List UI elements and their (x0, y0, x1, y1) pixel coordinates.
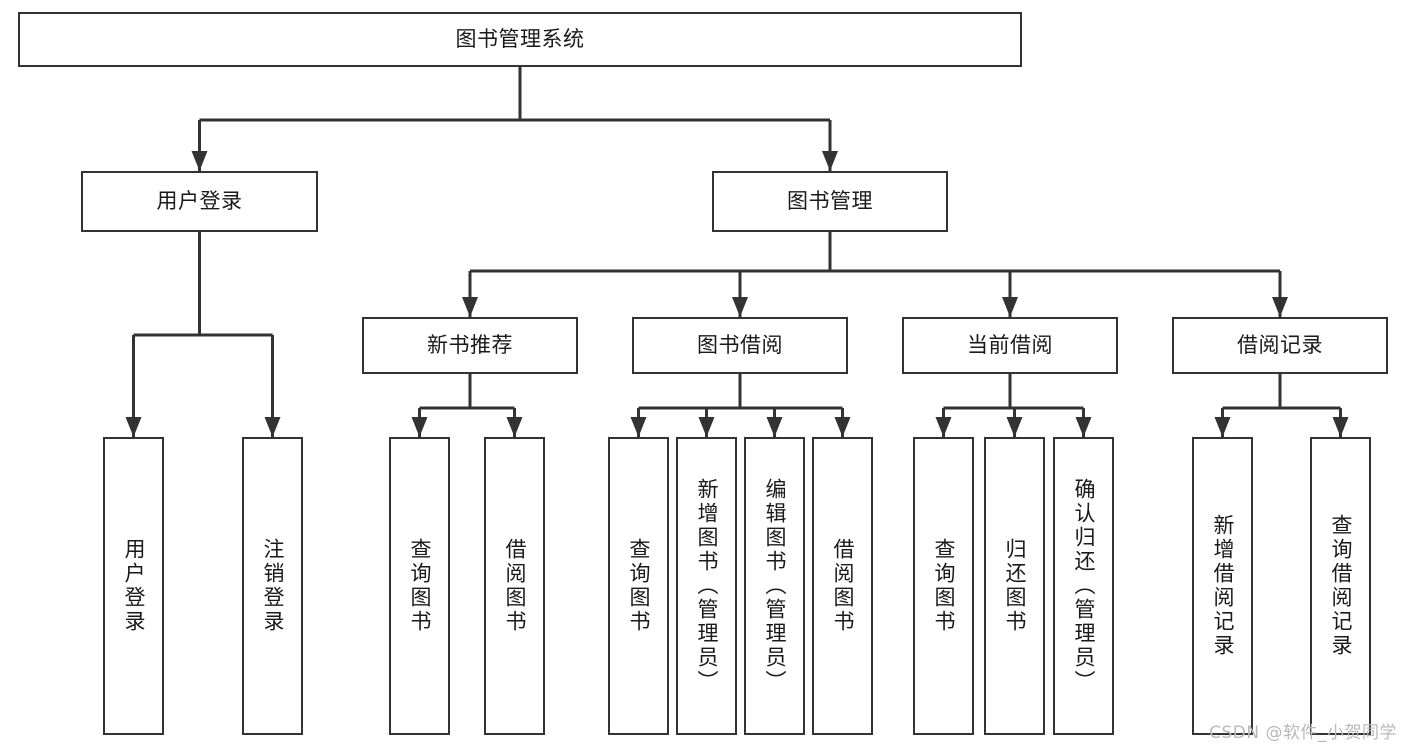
node-label: 确认归还（管理员） (1072, 478, 1096, 694)
node-leaf-edit-book[interactable]: 编辑图书（管理员） (744, 437, 805, 735)
node-new-book-rec[interactable]: 新书推荐 (362, 317, 578, 374)
node-label: 图书管理 (787, 189, 873, 214)
node-leaf-query-book-1[interactable]: 查询图书 (389, 437, 450, 735)
node-leaf-query-book-2[interactable]: 查询图书 (608, 437, 669, 735)
node-root[interactable]: 图书管理系统 (18, 12, 1022, 67)
node-label: 新书推荐 (427, 333, 513, 358)
node-leaf-borrow-book-2[interactable]: 借阅图书 (812, 437, 873, 735)
node-book-borrow[interactable]: 图书借阅 (632, 317, 848, 374)
node-leaf-add-book[interactable]: 新增图书（管理员） (676, 437, 737, 735)
node-borrow-record[interactable]: 借阅记录 (1172, 317, 1388, 374)
node-label: 新增借阅记录 (1211, 514, 1235, 658)
watermark-label: CSDN @软件_小贺同学 (1209, 723, 1397, 743)
node-label: 查询借阅记录 (1329, 514, 1353, 658)
node-current-borrow[interactable]: 当前借阅 (902, 317, 1118, 374)
node-label: 注销登录 (261, 538, 285, 634)
node-user-login[interactable]: 用户登录 (81, 171, 318, 232)
node-leaf-user-login[interactable]: 用户登录 (103, 437, 164, 735)
node-label: 编辑图书（管理员） (763, 478, 787, 694)
node-leaf-user-logout[interactable]: 注销登录 (242, 437, 303, 735)
node-label: 新增图书（管理员） (695, 478, 719, 694)
node-leaf-return-book[interactable]: 归还图书 (984, 437, 1045, 735)
node-leaf-query-record[interactable]: 查询借阅记录 (1310, 437, 1371, 735)
node-leaf-add-record[interactable]: 新增借阅记录 (1192, 437, 1253, 735)
node-label: 借阅记录 (1237, 333, 1323, 358)
node-book-manage[interactable]: 图书管理 (712, 171, 948, 232)
node-label: 用户登录 (122, 538, 146, 634)
node-label: 归还图书 (1003, 538, 1027, 634)
node-label: 借阅图书 (831, 538, 855, 634)
node-label: 查询图书 (627, 538, 651, 634)
node-leaf-confirm-return[interactable]: 确认归还（管理员） (1053, 437, 1114, 735)
node-label: 借阅图书 (503, 538, 527, 634)
node-label: 查询图书 (408, 538, 432, 634)
node-label: 图书管理系统 (455, 27, 585, 52)
node-label: 查询图书 (932, 538, 956, 634)
node-label: 当前借阅 (967, 333, 1053, 358)
node-leaf-query-book-3[interactable]: 查询图书 (913, 437, 974, 735)
node-label: 用户登录 (156, 189, 243, 214)
node-leaf-borrow-book-1[interactable]: 借阅图书 (484, 437, 545, 735)
node-label: 图书借阅 (697, 333, 783, 358)
